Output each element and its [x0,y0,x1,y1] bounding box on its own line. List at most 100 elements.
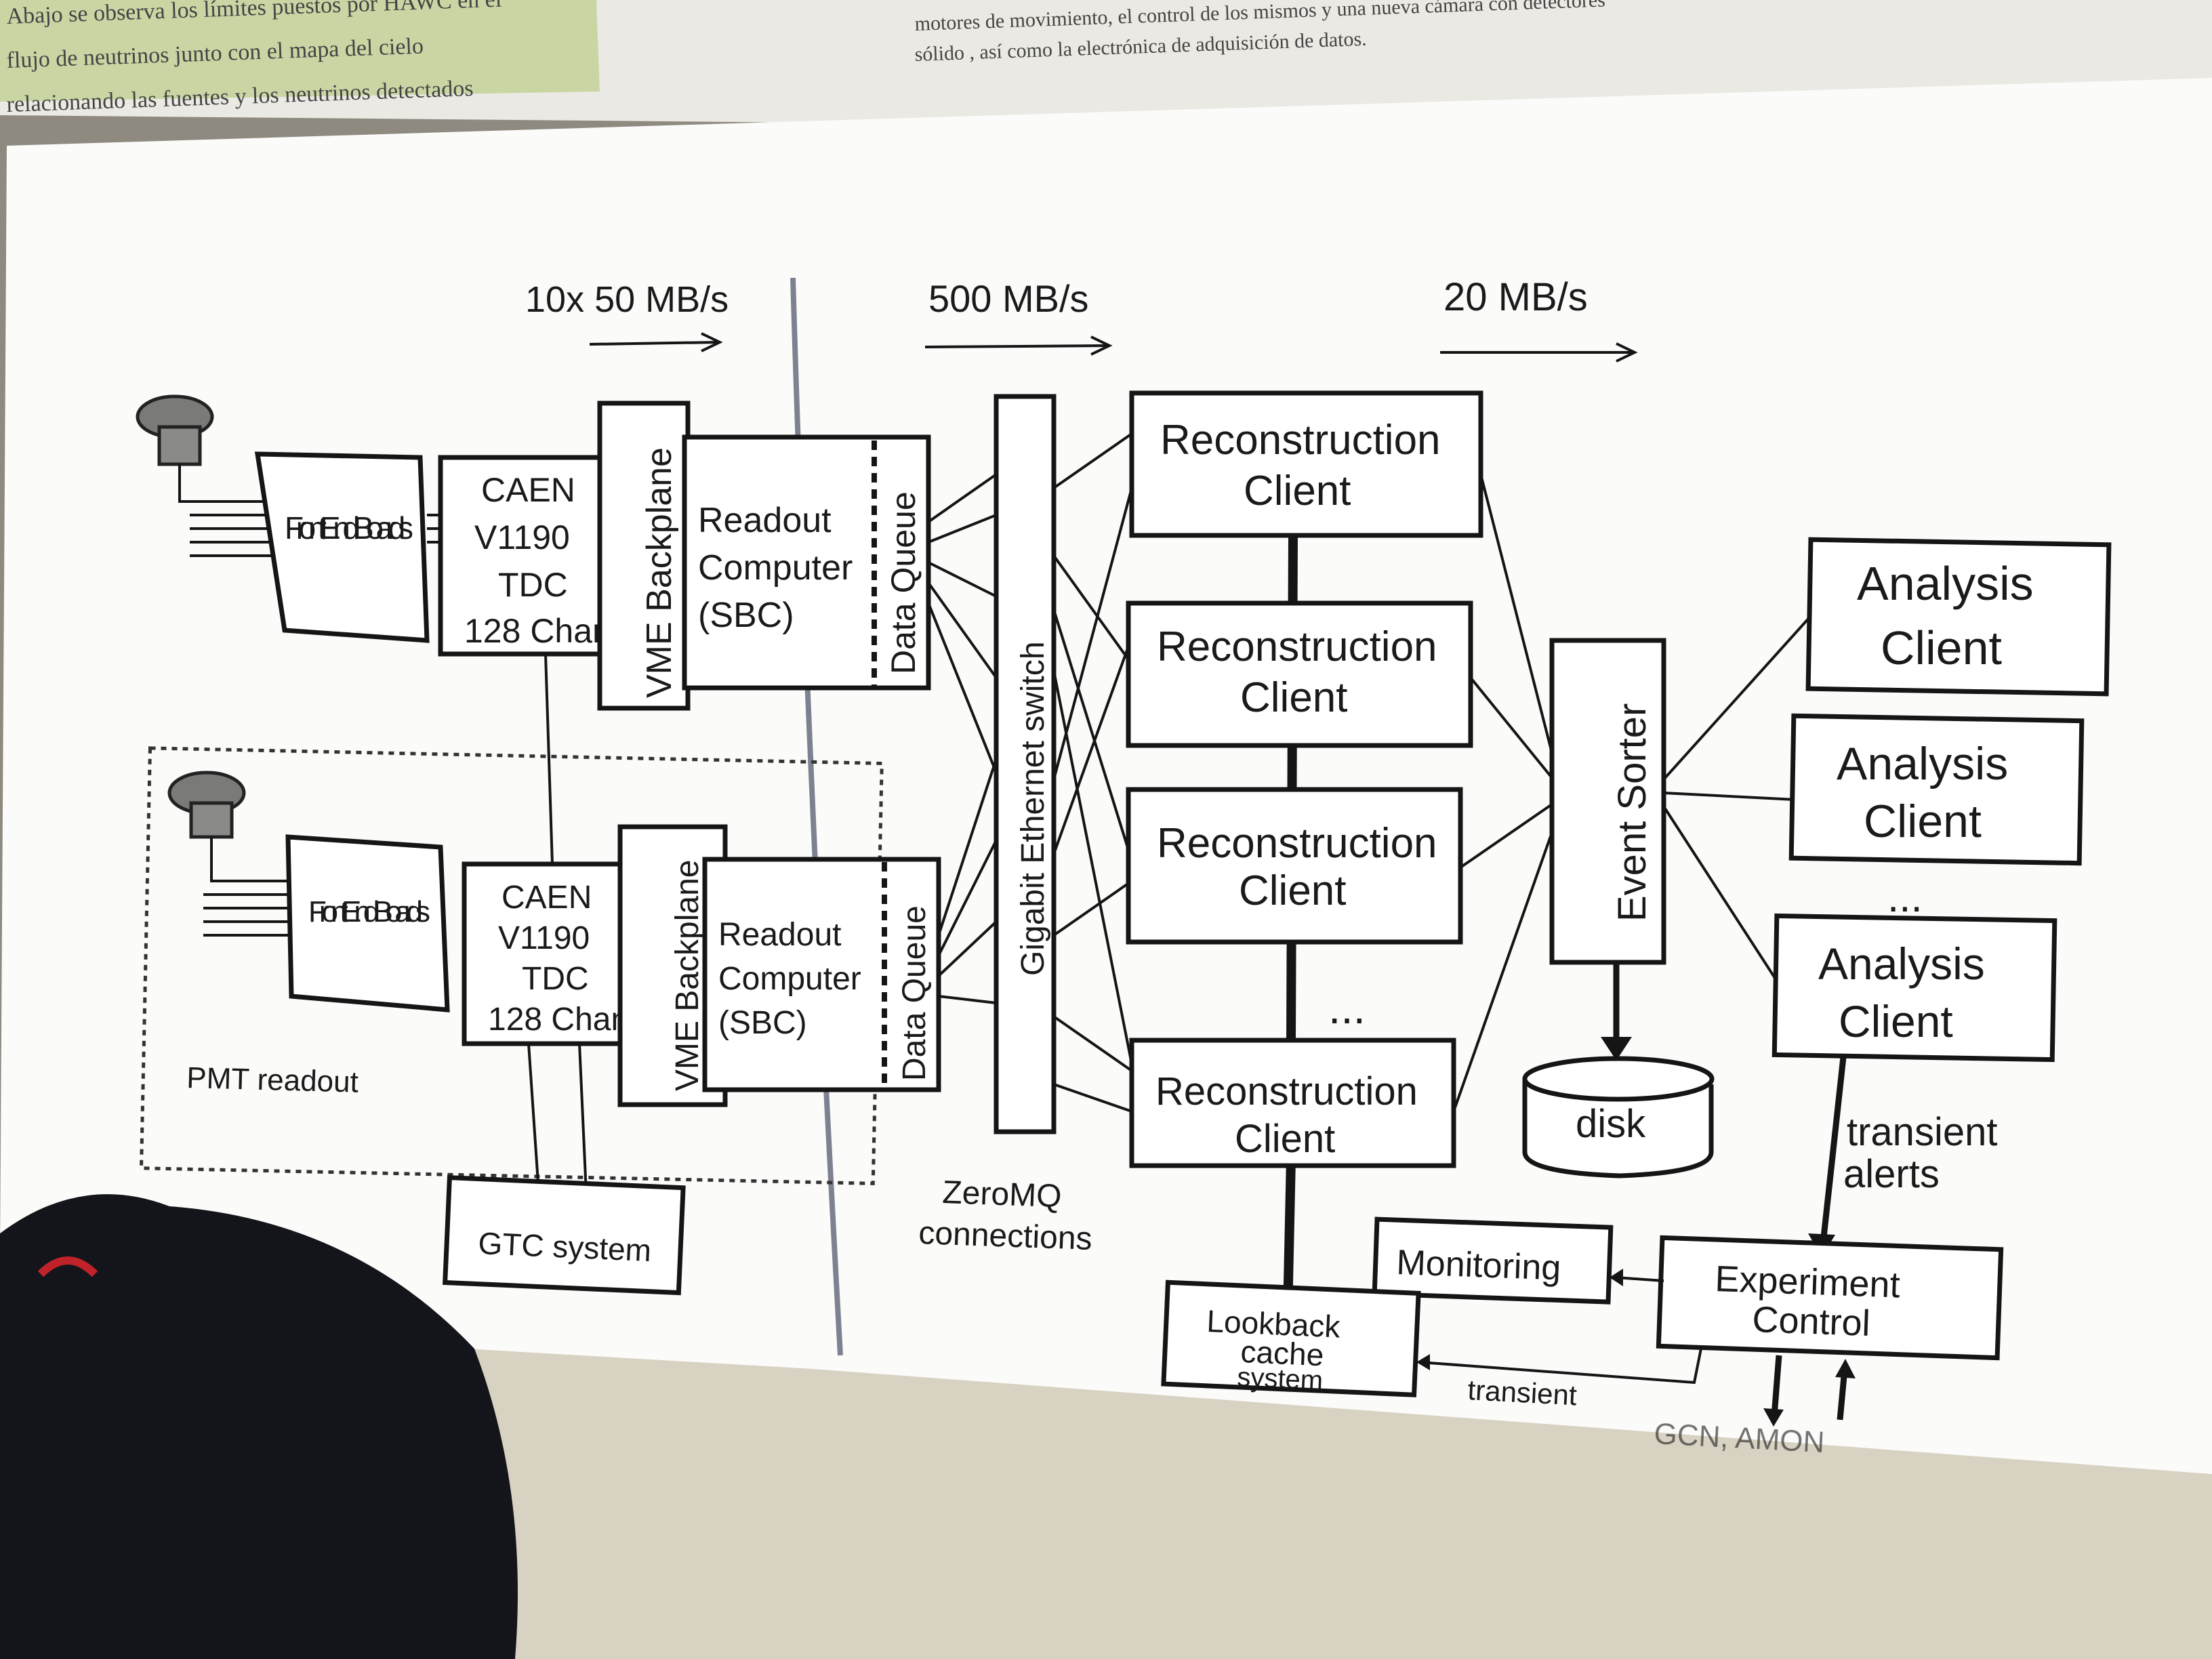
caen-label-top-2: V1190 [474,518,570,556]
analysis-2-line-1: Analysis [1837,738,2008,790]
caen-tdc-top [438,455,626,657]
reco-1-line-1: Reconstruction [1160,417,1441,464]
caen-label-bottom-3: TDC [522,961,589,997]
lookback-line-2: cache [1240,1334,1325,1372]
lookback-line-3: system [1237,1362,1324,1395]
analysis-client-2 [1788,713,2085,866]
reco-4-line-1: Reconstruction [1155,1069,1418,1113]
reconstruction-client-1 [1129,390,1483,538]
computer-label-bottom-2: Computer [718,961,861,997]
gigabit-switch [994,394,1057,1134]
analysis-1-line-2: Client [1881,621,2002,674]
reco-4-line-2: Client [1235,1117,1335,1161]
alerts-arrowhead-bottom [1416,1354,1430,1370]
reco-3-line-1: Reconstruction [1157,820,1437,867]
vme-label-bottom: VME Backplane [670,859,705,1091]
reco-sorter-connections [1452,474,1560,1112]
analysis-3-line-1: Analysis [1818,939,1985,989]
rate-network: 500 MB/s [928,277,1089,320]
alerts-line-right [1820,1057,1847,1244]
sorter-analysis-connections [1662,609,1818,991]
disk-cylinder-body [1522,1078,1714,1179]
transient-alerts-bottom-1: transient [1467,1374,1578,1411]
reco-2-line-2: Client [1240,674,1348,721]
caen-link-line [544,653,554,865]
green-note-panel [0,0,600,102]
experiment-control-line-1: Experiment [1715,1258,1901,1305]
switch-label: Gigabit Ethernet switch [1015,641,1051,976]
computer-label-bottom-1: Readout [718,917,841,953]
reconstruction-client-2 [1126,600,1473,748]
reco-1-line-2: Client [1244,468,1351,514]
backpack-zipper-pull [37,1256,98,1277]
reco-2-line-1: Reconstruction [1157,623,1437,670]
reconstruction-client-4 [1129,1038,1456,1168]
rate-arrow-2 [924,344,1109,348]
disk-cylinder-top [1522,1056,1715,1102]
analysis-2-line-2: Client [1864,796,1982,847]
zeromq-label-2: connections [918,1215,1093,1257]
analysis-3-line-2: Client [1839,996,1953,1046]
transient-alerts-right-2: alerts [1843,1152,1940,1196]
reco-3-line-2: Client [1239,867,1347,914]
caen-label-top-1: CAEN [481,471,575,509]
rate-arrowhead-2 [1090,335,1113,356]
vme-backplane-top [597,401,691,711]
caen-label-top-4: 128 Chan [464,612,611,650]
analysis-ellipsis: ... [1887,874,1923,921]
rate-arrowhead-1 [701,332,723,352]
queue-label-top: Data Queue [884,491,922,674]
disk-label: disk [1576,1102,1646,1146]
gtc-system [443,1175,686,1296]
reco-ellipsis: ... [1328,983,1366,1033]
front-end-label-bottom: Front End Boards [308,895,430,928]
computer-label-top-3: (SBC) [698,596,794,635]
rate-output: 20 MB/s [1443,275,1588,319]
experiment-control [1656,1235,2004,1361]
caen-label-bottom-1: CAEN [501,880,592,916]
monitoring-label: Monitoring [1396,1243,1562,1288]
event-sorter [1549,638,1666,965]
experiment-control-line-2: Control [1752,1299,1871,1344]
front-end-boards-bottom [285,834,450,1012]
rate-arrow-1 [589,341,719,346]
caen-label-bottom-4: 128 Chan [488,1002,629,1038]
backpack [0,1194,518,1659]
caen-label-top-3: TDC [498,566,568,604]
pmt-readout-group [139,746,884,1185]
lookback-cache [1161,1279,1421,1397]
computer-label-top-1: Readout [698,501,832,540]
daq-diagram: 10x 50 MB/s 500 MB/s 20 MB/s Front End B… [136,275,2112,1459]
gtc-link-lines [527,1043,588,1193]
analysis-client-3 [1771,913,2057,1063]
lookback-line-1: Lookback [1206,1303,1342,1345]
pmt-base-top [157,425,202,466]
gtc-label: GTC system [478,1225,653,1268]
disk-arrowhead [1601,1037,1632,1061]
rate-frontend: 10x 50 MB/s [525,279,729,320]
control-monitor-link [1616,1276,1664,1282]
switch-reco-connections [1052,432,1133,1113]
rate-arrowhead-3 [1616,342,1638,363]
computer-label-bottom-3: (SBC) [718,1005,807,1041]
analysis-1-line-1: Analysis [1857,557,2034,610]
pmt-cables-bottom [203,837,298,937]
reconstruction-client-3 [1126,787,1463,945]
front-end-boards-top [254,451,430,643]
front-end-label-top: Front End Boards [285,510,413,546]
monitor-arrowhead [1610,1269,1623,1286]
queue-switch-connections [927,473,998,1004]
event-sorter-label: Event Sorter [1610,703,1654,922]
pmt-base-bottom [189,801,234,839]
readout-computer-bottom [702,857,941,1092]
down-arrowhead [1763,1408,1784,1427]
alerts-line-bottom [1419,1348,1702,1385]
vme-label-top: VME Backplane [640,447,679,698]
analysis-client-1 [1805,537,2112,697]
zone-divider [790,277,843,1356]
computer-label-top-2: Computer [698,548,853,588]
transient-alerts-right-1: transient [1847,1110,1997,1154]
caen-label-bottom-2: V1190 [498,920,590,956]
readout-computer-top [682,434,931,691]
